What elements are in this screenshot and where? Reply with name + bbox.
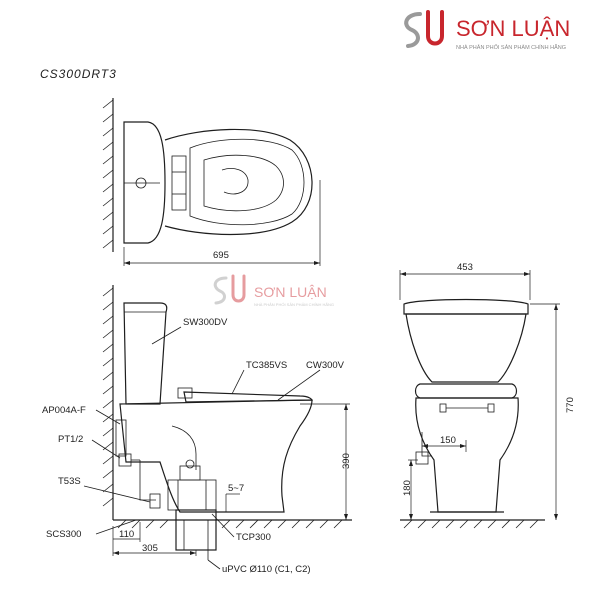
label-tank: SW300DV (183, 317, 228, 328)
bowl-rim-top (203, 154, 284, 212)
brand-mark-icon (404, 10, 444, 48)
side-wall-hatch (102, 287, 114, 507)
front-floor-hatch (403, 519, 539, 529)
drain-pipe (175, 509, 217, 551)
dim-front-height: 770 (565, 397, 576, 413)
wall-hatch (102, 99, 114, 249)
label-stop-valve: T53S (58, 476, 81, 487)
watermark-name: SƠN LUẬN (254, 284, 327, 300)
bowl-front (415, 397, 519, 513)
watermark-logo: SƠN LUẬN NHÀ PHÂN PHỐI SẢN PHẨM CHÍNH HÃ… (213, 274, 334, 307)
side-view: SW300DV TC385VS CW300V AP004A-F PT1/2 T5… (42, 285, 352, 575)
brand-tagline: NHÀ PHÂN PHỐI SẢN PHẨM CHÍNH HÃNG (456, 44, 566, 51)
dim-side-gap: 5~7 (228, 483, 244, 494)
dim-top-length: 695 (213, 250, 229, 261)
supply-pipe (139, 460, 156, 501)
dim-front-outlet-height: 180 (402, 480, 413, 496)
dim-front-width: 453 (457, 262, 473, 273)
label-seat: TC385VS (246, 360, 287, 371)
dim-side-wall-offset: 110 (119, 529, 134, 540)
watermark-tagline: NHÀ PHÂN PHỐI SẢN PHẨM CHÍNH HÃNG (254, 302, 334, 307)
label-bowl: CW300V (306, 360, 345, 371)
model-label: CS300DRT3 (40, 67, 117, 81)
front-supply-pipe (421, 432, 432, 457)
outlet-bolt-icon (185, 459, 195, 469)
fill-valve-body (115, 419, 127, 457)
bolt-left-icon (439, 403, 447, 413)
seat-outline-top (189, 138, 305, 226)
label-fill-valve: AP004A-F (42, 405, 86, 416)
brand-logo: SƠN LUẬN NHÀ PHÂN PHỐI SẢN PHẨM CHÍNH HÃ… (404, 10, 570, 51)
bowl-side (119, 399, 313, 513)
seat-hinge-side (177, 387, 193, 399)
front-view: 453 770 15 (399, 262, 576, 529)
trapway (171, 425, 197, 470)
label-drain: uPVC Ø110 (C1, C2) (222, 564, 311, 575)
side-floor-hatch (117, 519, 343, 529)
brand-name: SƠN LUẬN (456, 16, 570, 41)
seat-hinge (171, 155, 187, 211)
tank-side (123, 302, 168, 405)
bowl-outline-top (164, 128, 313, 236)
tank-lid-front (403, 298, 529, 315)
bolt-right-icon (487, 403, 495, 413)
dim-side-rough-in: 305 (142, 543, 158, 554)
tank-front (405, 313, 527, 383)
seat-side (183, 391, 313, 403)
front-stop-valve-icon (415, 451, 429, 465)
seat-front (414, 383, 518, 399)
label-outlet: TCP300 (236, 532, 271, 543)
tank-top (123, 121, 166, 244)
bowl-water-top (221, 168, 249, 195)
outlet-housing (167, 479, 217, 511)
angle-valve (149, 493, 161, 509)
dim-front-offset: 150 (440, 435, 456, 446)
label-pipe: PT1/2 (58, 434, 83, 445)
outlet-connector (179, 465, 201, 481)
label-flange: SCS300 (46, 529, 81, 540)
dim-side-height: 390 (341, 453, 352, 469)
top-view: 695 (102, 98, 321, 266)
